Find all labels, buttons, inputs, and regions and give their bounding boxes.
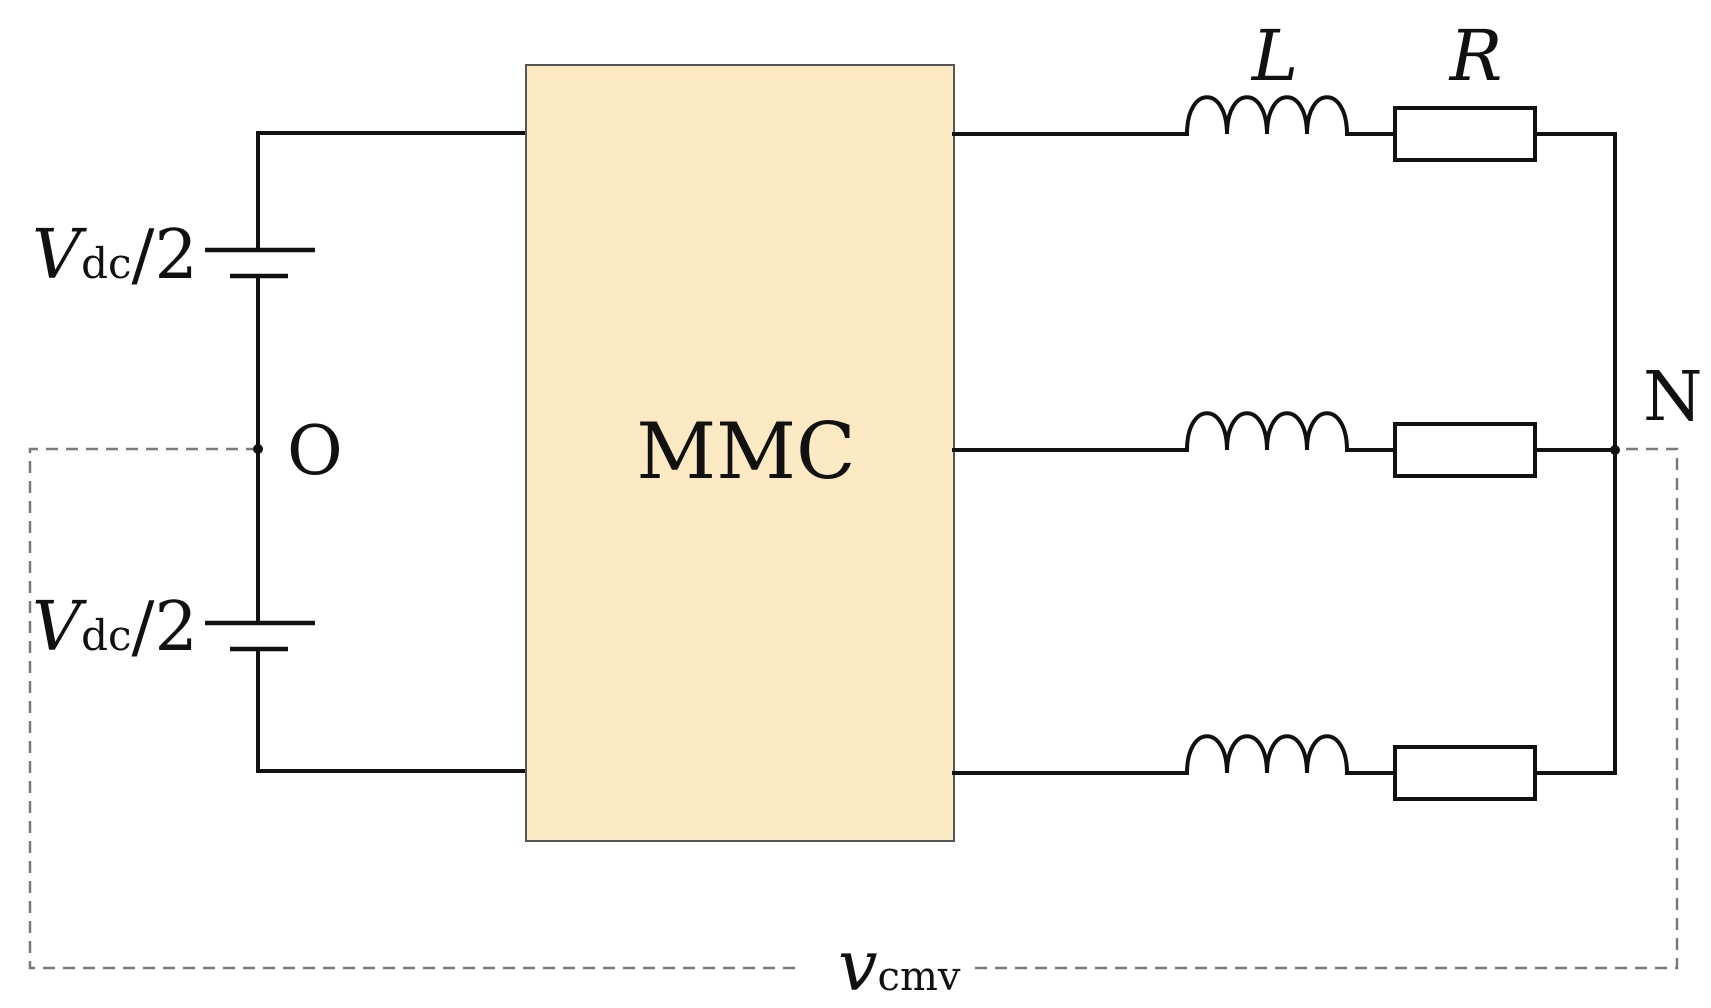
midpoint-node-dot — [253, 444, 263, 454]
cmv-label: vcmv — [838, 925, 961, 1007]
capacitor-top-label-main: V — [32, 216, 87, 295]
neutral-node-dot — [1610, 445, 1620, 455]
capacitor-top — [205, 247, 315, 279]
resistor-phase-c — [1393, 745, 1537, 801]
inductor-phase-c — [1185, 734, 1349, 774]
neutral-node-label: N — [1643, 358, 1703, 437]
inductor-label: L — [1250, 15, 1298, 97]
mmc-block — [525, 64, 955, 842]
cmv-label-sub: cmv — [878, 954, 961, 1000]
capacitor-bottom-label-tail: /2 — [132, 588, 198, 667]
cmv-dashed-loop — [28, 447, 1679, 970]
inductor-phase-a — [1185, 95, 1349, 135]
inductor-phase-b — [1185, 411, 1349, 451]
ac-phase-wires — [952, 132, 1617, 775]
capacitor-top-label-sub: dc — [81, 239, 131, 288]
resistor-label: R — [1448, 15, 1503, 97]
capacitor-bottom-label-main: V — [32, 588, 87, 667]
mmc-label: MMC — [636, 407, 855, 497]
midpoint-node-label: O — [287, 412, 343, 491]
capacitor-bottom — [205, 620, 315, 652]
capacitor-top-label: Vdc/2 — [32, 216, 198, 295]
cmv-label-main: v — [838, 925, 878, 1007]
resistor-phase-a — [1393, 106, 1537, 162]
capacitor-bottom-label-sub: dc — [81, 611, 131, 660]
capacitor-top-label-tail: /2 — [132, 216, 198, 295]
resistor-phase-b — [1393, 422, 1537, 478]
capacitor-bottom-label: Vdc/2 — [32, 588, 198, 667]
